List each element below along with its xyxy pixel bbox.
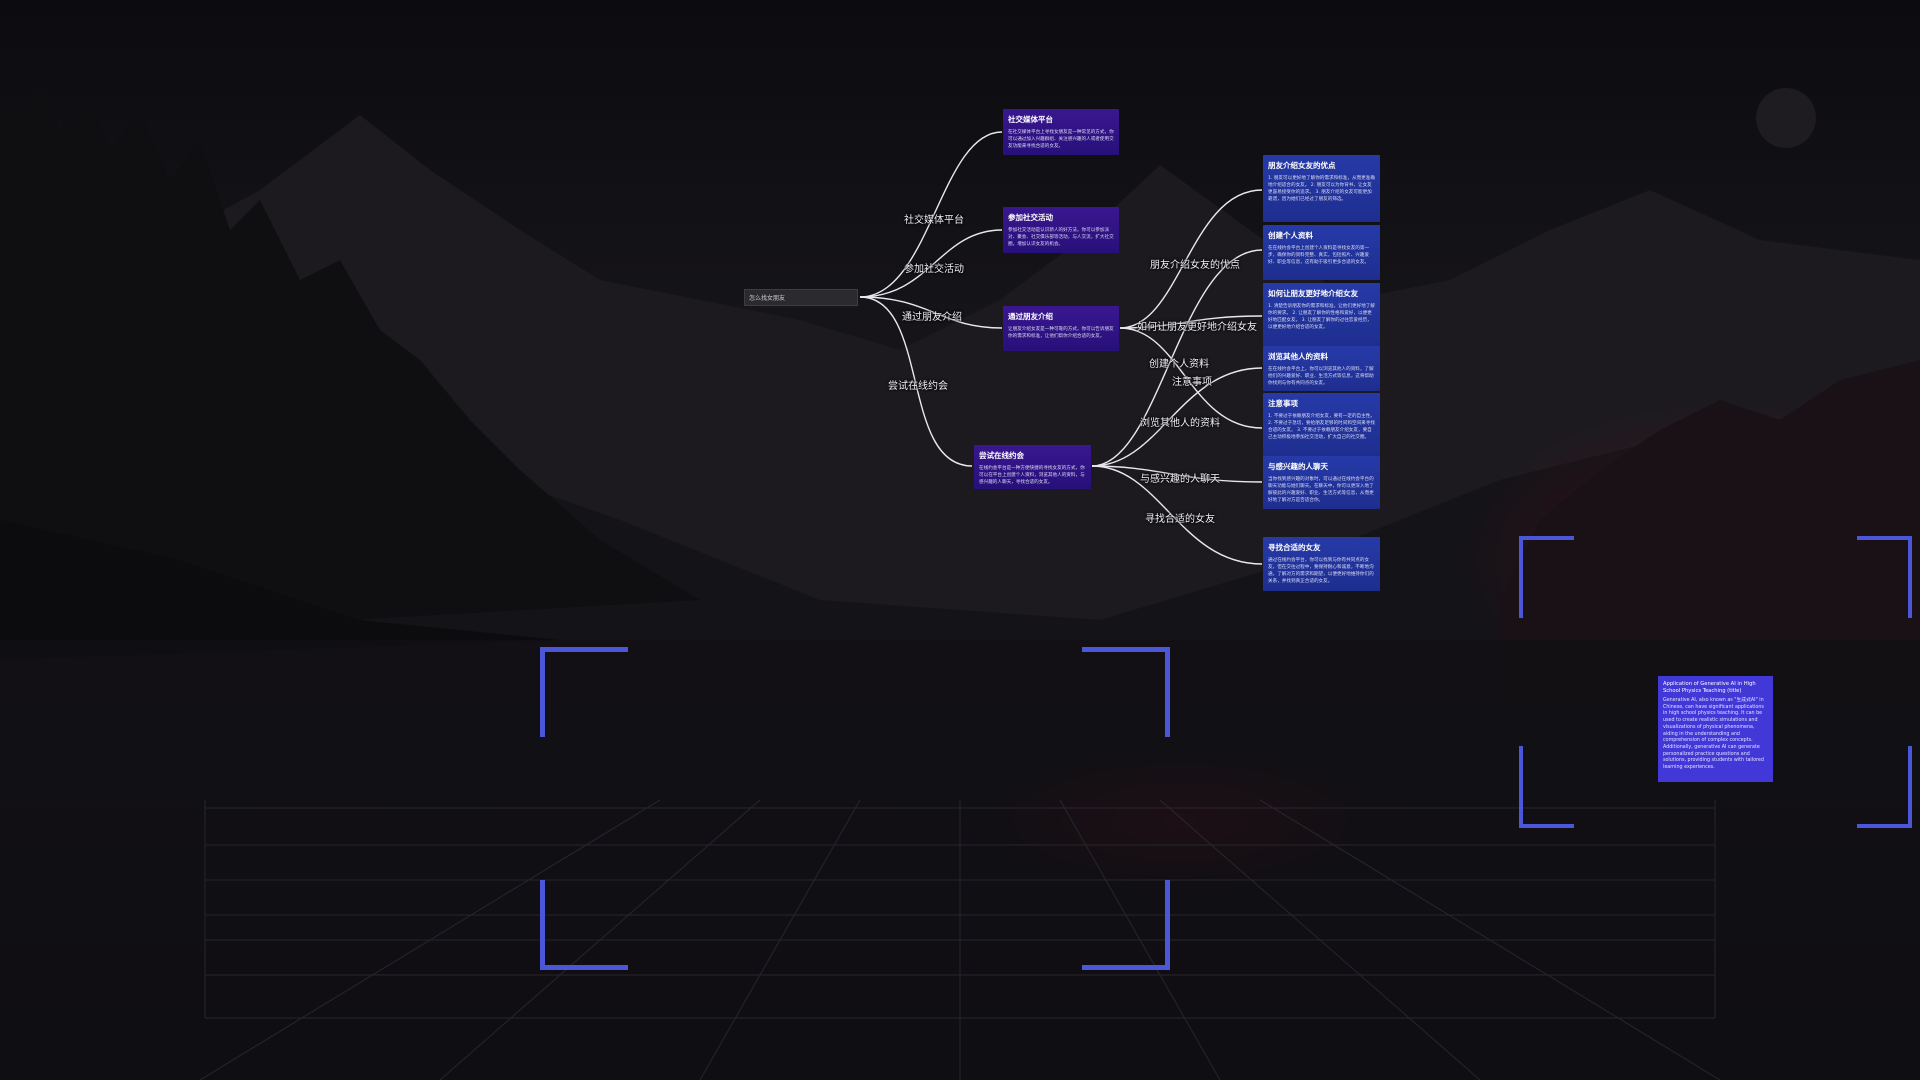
card-friend-intro[interactable]: 通过朋友介绍 让朋友介绍女友是一种可靠的方式，你可以告诉朋友你的需求和标准，让他…: [1003, 306, 1119, 351]
card-title: 社交媒体平台: [1008, 115, 1053, 124]
forest-left: [0, 80, 700, 640]
edge-label-find-gf: 寻找合适的女友: [1145, 514, 1215, 525]
mindmap-root-node[interactable]: 怎么找女朋友: [744, 289, 858, 306]
card-better-intro[interactable]: 如何让朋友更好地介绍女友 1. 清楚告诉朋友你的需求和标准，让他们更好地了解你的…: [1263, 283, 1380, 346]
info-card-title: Application of Generative AI in High Sch…: [1663, 681, 1756, 694]
edge-label-cautions: 注意事项: [1172, 377, 1212, 388]
edge-label-online-dating: 尝试在线约会: [888, 381, 948, 392]
forest-right: [1500, 360, 1920, 700]
card-title: 如何让朋友更好地介绍女友: [1268, 289, 1358, 298]
card-text: 1. 朋友可以更好地了解你的需求和标准，从而更准确地介绍适合的女友。 2. 朋友…: [1268, 176, 1375, 202]
bracket-top-right: [1082, 647, 1170, 737]
card-title: 浏览其他人的资料: [1268, 352, 1328, 361]
info-card-body: Generative AI, also known as "生成式AI" in …: [1663, 698, 1764, 771]
bracket-bottom-right: [1082, 880, 1170, 970]
card-title: 寻找合适的女友: [1268, 543, 1321, 552]
card-chat[interactable]: 与感兴趣的人聊天 当你找到感兴趣的对象时，可以通过在线约会平台的聊天功能与她们聊…: [1263, 456, 1380, 509]
card-title: 参加社交活动: [1008, 213, 1053, 222]
card-title: 与感兴趣的人聊天: [1268, 462, 1328, 471]
card-text: 让朋友介绍女友是一种可靠的方式，你可以告诉朋友你的需求和标准，让他们帮你介绍合适…: [1008, 327, 1114, 339]
card-text: 通过在线约会平台，你可以找到与你有共同点的女友，但在交往过程中，要保持耐心和诚意…: [1268, 558, 1374, 584]
card-title: 创建个人资料: [1268, 231, 1313, 240]
card-create-profile[interactable]: 创建个人资料 在在线约会平台上创建个人资料是寻找女友的第一步，确保你的资料完整、…: [1263, 225, 1380, 280]
edge-label-chat: 与感兴趣的人聊天: [1140, 474, 1220, 485]
edge-label-social-activities: 参加社交活动: [904, 264, 964, 275]
edge-label-browse-profiles: 浏览其他人的资料: [1140, 418, 1220, 429]
bracket-top-left: [540, 647, 628, 737]
card-text: 在在线约会平台上创建个人资料是寻找女友的第一步，确保你的资料完整、真实，包括照片…: [1268, 246, 1370, 265]
bracket-right-top-right: [1857, 536, 1912, 618]
card-cautions[interactable]: 注意事项 1. 不要过于依赖朋友介绍女友，要有一定的自主性。 2. 不要过于急切…: [1263, 393, 1380, 456]
bracket-right-top-left: [1519, 536, 1574, 618]
card-browse-profiles[interactable]: 浏览其他人的资料 在在线约会平台上，你可以浏览其他人的资料，了解他们的兴趣爱好、…: [1263, 346, 1380, 391]
info-card[interactable]: Application of Generative AI in High Sch…: [1658, 676, 1773, 782]
card-social-activities[interactable]: 参加社交活动 参加社交活动是认识新人的好方法，你可以参加派对、聚会、社交俱乐部等…: [1003, 207, 1119, 253]
card-text: 1. 不要过于依赖朋友介绍女友，要有一定的自主性。 2. 不要过于急切，要给朋友…: [1268, 414, 1375, 440]
edge-label-create-profile: 创建个人资料: [1149, 359, 1209, 370]
card-title: 通过朋友介绍: [1008, 312, 1053, 321]
card-text: 在在线约会平台上，你可以浏览其他人的资料，了解他们的兴趣爱好、职业、生活方式等信…: [1268, 367, 1374, 386]
card-text: 1. 清楚告诉朋友你的需求和标准，让他们更好地了解你的要求。 2. 让朋友了解你…: [1268, 304, 1375, 330]
edge-label-friend-intro: 通过朋友介绍: [902, 312, 962, 323]
edge-label-better-intro: 如何让朋友更好地介绍女友: [1137, 322, 1257, 333]
card-title: 尝试在线约会: [979, 451, 1024, 460]
card-find-gf[interactable]: 寻找合适的女友 通过在线约会平台，你可以找到与你有共同点的女友，但在交往过程中，…: [1263, 537, 1380, 591]
card-text: 当你找到感兴趣的对象时，可以通过在线约会平台的聊天功能与她们聊天。在聊天中，你可…: [1268, 477, 1374, 503]
card-text: 参加社交活动是认识新人的好方法，你可以参加派对、聚会、社交俱乐部等活动，与人交流…: [1008, 228, 1114, 247]
bracket-bottom-left: [540, 880, 628, 970]
edge-label-friend-intro-pros: 朋友介绍女友的优点: [1150, 260, 1240, 271]
edge-label-social-media: 社交媒体平台: [904, 215, 964, 226]
card-social-media[interactable]: 社交媒体平台 在社交媒体平台上寻找女朋友是一种常见的方式，你可以通过加入兴趣群组…: [1003, 109, 1119, 155]
card-title: 朋友介绍女友的优点: [1268, 161, 1336, 170]
grid-floor: [199, 799, 1721, 1080]
card-online-dating[interactable]: 尝试在线约会 在线约会平台是一种方便快捷的寻找女友的方式，你可以在平台上创建个人…: [974, 445, 1091, 489]
bracket-right-bottom-right: [1857, 746, 1912, 828]
card-title: 注意事项: [1268, 399, 1298, 408]
bracket-right-bottom-left: [1519, 746, 1574, 828]
card-friend-intro-pros[interactable]: 朋友介绍女友的优点 1. 朋友可以更好地了解你的需求和标准，从而更准确地介绍适合…: [1263, 155, 1380, 222]
connectors: [859, 131, 1263, 565]
card-text: 在社交媒体平台上寻找女朋友是一种常见的方式，你可以通过加入兴趣群组、关注感兴趣的…: [1008, 130, 1114, 149]
card-text: 在线约会平台是一种方便快捷的寻找女友的方式，你可以在平台上创建个人资料，浏览其他…: [979, 466, 1085, 485]
